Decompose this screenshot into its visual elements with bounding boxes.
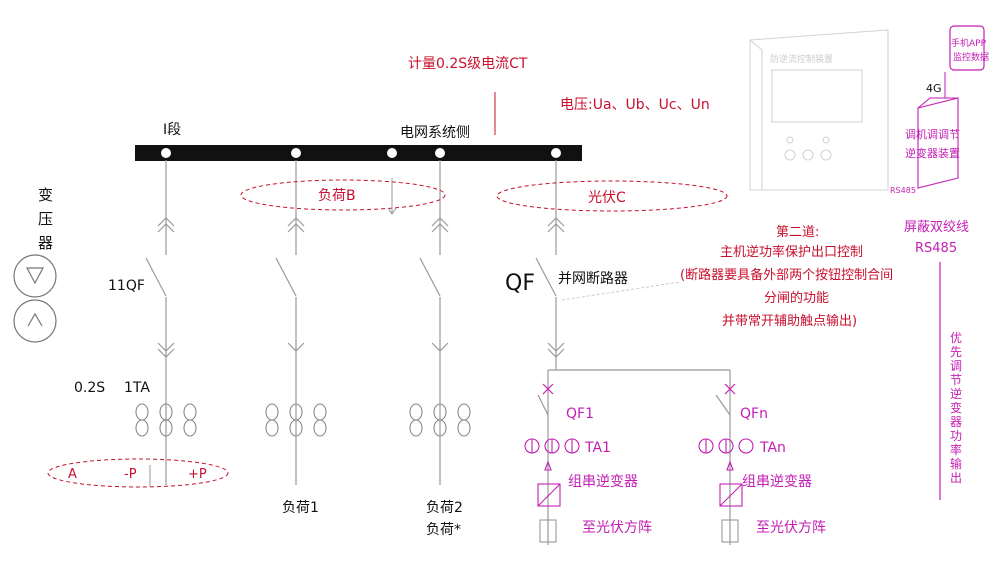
qf-label: QF — [505, 271, 535, 296]
power-neg-p-label: -P — [124, 467, 137, 482]
svg-text:变: 变 — [950, 400, 962, 415]
svg-text:逆: 逆 — [950, 386, 962, 401]
load-1-label: 负荷1 — [282, 500, 319, 516]
load-2-label: 负荷2 — [426, 500, 463, 516]
feeder-lines — [145, 160, 731, 545]
power-pos-p-label: +P — [188, 467, 207, 482]
ct-coils-tan — [698, 438, 754, 454]
transformer-char: 变 — [38, 186, 53, 204]
svg-text:率: 率 — [950, 442, 962, 457]
bus-node — [551, 148, 561, 158]
bus-node — [291, 148, 301, 158]
pv-c-ellipse — [496, 180, 728, 212]
pv-array-1-label: 至光伏方阵 — [582, 520, 652, 536]
load-star-label: 负荷* — [426, 522, 461, 538]
second-line-4: 并带常开辅助触点输出) — [722, 313, 857, 329]
qfn-label: QFn — [740, 406, 768, 422]
ct-coils-1ta — [135, 403, 197, 437]
svg-text:先: 先 — [950, 345, 962, 359]
phone-app-line-1: 手机APP — [951, 37, 987, 49]
phone-icon — [949, 25, 985, 71]
ct-meter-label: 计量0.2S级电流CT — [408, 56, 528, 72]
shield-cable-line-2: RS485 — [915, 241, 957, 256]
transformer-char: 压 — [38, 210, 53, 228]
regulator-line-1: 调机调调节 — [905, 127, 960, 141]
device-title: 防逆流控制装置 — [770, 53, 833, 65]
ct-coils-ta1 — [524, 438, 580, 454]
ct-coils-load1 — [265, 403, 327, 437]
second-line-1: 主机逆功率保护出口控制 — [720, 244, 863, 260]
svg-text:输: 输 — [950, 456, 962, 471]
svg-text:节: 节 — [950, 373, 962, 387]
pv-breaker-marks — [542, 383, 736, 395]
control-device — [749, 29, 889, 191]
busbar — [135, 145, 582, 161]
svg-text:优: 优 — [950, 331, 962, 345]
second-line-2: (断路器要具备外部两个按钮控制合间 — [680, 267, 893, 283]
pv-array-n-label: 至光伏方阵 — [756, 520, 826, 536]
ct-coils-load2 — [409, 403, 471, 437]
section-label: I段 — [163, 122, 181, 138]
second-title: 第二道: — [776, 225, 819, 240]
regulator-box — [917, 97, 959, 189]
tan-label: TAn — [759, 440, 786, 456]
power-direction-ellipse — [47, 458, 229, 488]
breaker-11qf-label: 11QF — [108, 278, 145, 294]
rs485-small-label: RS485 — [890, 186, 916, 195]
voltage-label: 电压:Ua、Ub、Uc、Un — [560, 97, 710, 113]
ta-1ta-label: 1TA — [124, 380, 150, 396]
inverter-1-label: 组串逆变器 — [568, 474, 638, 490]
qf1-label: QF1 — [566, 406, 594, 422]
load-b-ellipse — [240, 179, 446, 211]
bus-node — [161, 148, 171, 158]
second-line-3: 分闸的功能 — [764, 290, 829, 306]
inverter-n-label: 组串逆变器 — [742, 474, 812, 490]
svg-text:功: 功 — [950, 429, 962, 443]
power-a-label: A — [68, 467, 77, 482]
pv-c-label: 光伏C — [588, 190, 626, 206]
bus-node — [387, 148, 397, 158]
grid-breaker-label: 并网断路器 — [558, 271, 628, 287]
shield-cable-line-1: 屏蔽双绞线 — [904, 219, 969, 235]
grid-side-label: 电网系统侧 — [400, 125, 470, 141]
transformer-char: 器 — [38, 234, 53, 252]
transformer-symbol — [13, 254, 57, 343]
regulator-line-2: 逆变器装置 — [905, 146, 960, 160]
phone-app-line-2: 监控数据 — [953, 51, 989, 63]
connector-chevrons — [157, 217, 565, 358]
bus-node — [435, 148, 445, 158]
g4-label: 4G — [926, 82, 942, 95]
priority-text: 优 先 调 节 逆 变 器 功 率 输 出 — [950, 331, 962, 485]
ta-accuracy-label: 0.2S — [74, 380, 105, 396]
svg-text:器: 器 — [950, 415, 962, 429]
load-b-label: 负荷B — [318, 188, 356, 204]
inverter-symbol-1 — [537, 460, 561, 543]
inverter-symbol-n — [719, 460, 743, 543]
svg-text:出: 出 — [950, 471, 962, 485]
svg-text:调: 调 — [950, 359, 962, 373]
ta1-label: TA1 — [584, 440, 611, 456]
